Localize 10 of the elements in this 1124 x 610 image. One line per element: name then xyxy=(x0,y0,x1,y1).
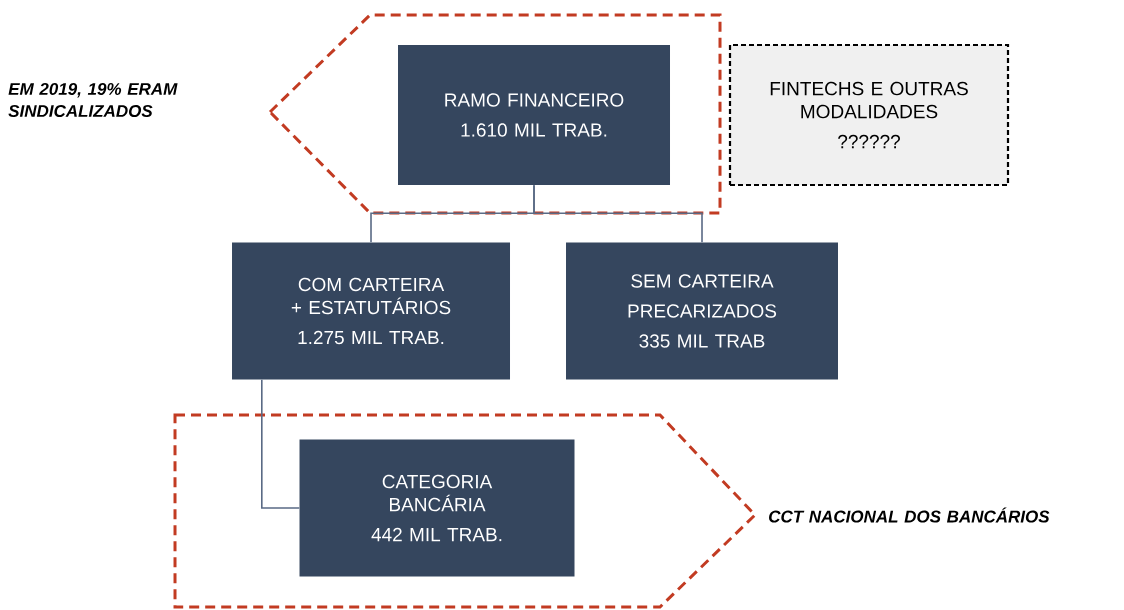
pentagon-outline xyxy=(173,413,758,609)
note-text: EM 2019, 19% ERAM SINDICALIZADOS xyxy=(8,83,178,117)
process-box: SEM CARTEIRA PRECARIZADOS 335 MIL TRAB xyxy=(566,242,838,380)
process-box: COM CARTEIRA + ESTATUTÁRIOS 1.275 MIL TRAB. xyxy=(232,242,510,380)
connector-line xyxy=(261,378,301,509)
process-box: RAMO FINANCEIRO 1.610 MIL TRAB. xyxy=(398,45,670,185)
connector-line xyxy=(533,184,703,244)
process-box: CATEGORIA BANCÁRIA 442 MIL TRAB. xyxy=(299,439,575,577)
dashed-box: FINTECHS E OUTRAS MODALIDADES ?????? xyxy=(728,43,1010,187)
note-text: CCT NACIONAL DOS BANCÁRIOS xyxy=(769,507,1050,523)
